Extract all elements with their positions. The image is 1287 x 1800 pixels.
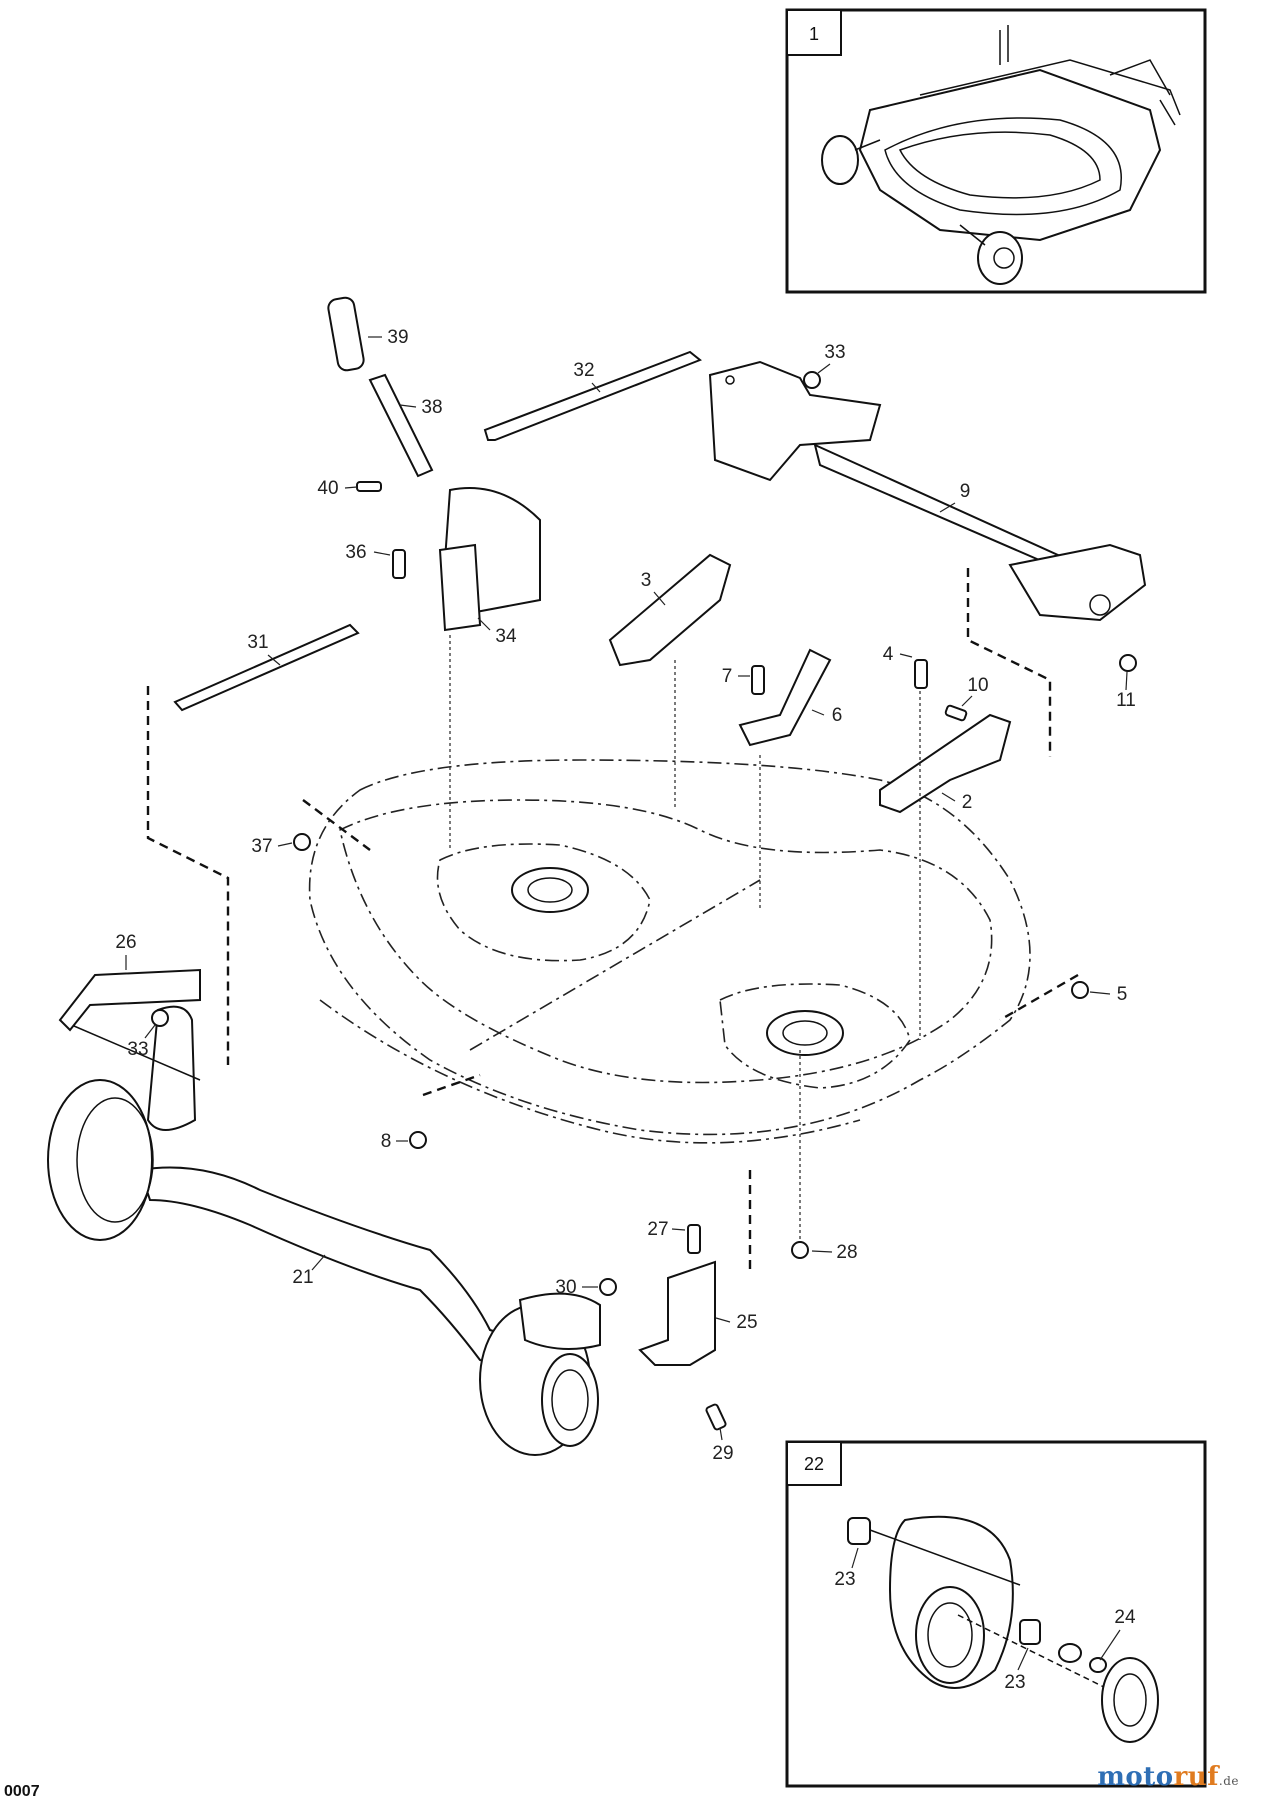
assembly-guide-lines [146,568,1079,1275]
watermark-suffix: .de [1218,1774,1239,1788]
inset-box-22: 22 23 23 24 [785,1440,1207,1788]
callout-32: 32 [573,360,594,381]
callout-21: 21 [292,1267,313,1288]
bolt-29 [705,1403,727,1431]
callout-34: 34 [495,626,517,647]
assembled-deck-illustration [821,25,1181,285]
front-axle-assembly [47,1005,601,1456]
callout-40: 40 [317,478,338,499]
bolt-10 [944,704,968,722]
nut-33-lower [151,1009,169,1027]
bolt-27 [687,1224,701,1254]
callout-labels: 39 38 40 36 34 31 32 33 9 3 11 7 4 10 6 … [115,327,1135,1464]
lift-shaft-assembly [708,360,1147,622]
callout-33-lower: 33 [127,1039,148,1060]
callout-24: 24 [1114,1607,1136,1628]
bolt-4 [914,659,928,689]
callout-28: 28 [836,1242,857,1263]
nut-5 [1071,981,1089,999]
mower-deck-shell [308,759,1031,1144]
bracket-6 [738,648,832,747]
callout-30: 30 [555,1277,576,1298]
bracket-26 [58,968,201,1032]
callout-29: 29 [712,1443,733,1464]
callout-6: 6 [832,705,843,726]
callout-23-lower: 23 [1004,1672,1025,1693]
callout-23-upper: 23 [834,1569,855,1590]
inset-box-1: 1 [785,8,1207,294]
nut-30 [599,1278,617,1296]
bolt-7 [751,665,765,695]
callout-8: 8 [381,1131,392,1152]
callout-25: 25 [736,1312,757,1333]
watermark-part-a: moto [1097,1762,1174,1792]
page-corner-fragment: 0007 [4,1783,40,1800]
bolt-40 [356,481,382,492]
bracket-25 [638,1260,716,1366]
watermark-part-b: ruf [1173,1762,1219,1792]
callout-26: 26 [115,932,136,953]
bolt-36 [392,549,406,579]
caster-wheel-exploded [847,1515,1159,1743]
callout-9: 9 [960,481,971,502]
callout-33-upper: 33 [824,342,845,363]
rod-31 [173,623,360,712]
nut-37 [293,833,311,851]
callout-3: 3 [641,570,652,591]
callout-31: 31 [247,632,268,653]
bracket-2 [879,713,1012,814]
inset-22-label: 22 [804,1454,824,1474]
nut-33-upper [803,371,821,389]
nut-11 [1119,654,1137,672]
callout-39: 39 [387,327,408,348]
callout-38: 38 [421,397,442,418]
nut-8 [409,1131,427,1149]
callout-36: 36 [345,542,366,563]
callout-10: 10 [967,675,988,696]
callout-7: 7 [722,666,733,687]
callout-5: 5 [1117,984,1128,1005]
fasteners [151,371,1137,1431]
height-adjust-lever [327,296,541,632]
watermark-logo: motoruf.de [1097,1762,1239,1792]
nut-28 [791,1241,809,1259]
bracket-3 [608,553,732,667]
callout-11: 11 [1116,690,1136,711]
rod-32 [483,350,702,441]
callout-37: 37 [251,836,272,857]
inset-1-label: 1 [809,24,819,44]
callout-2: 2 [962,792,973,813]
callout-4: 4 [883,644,894,665]
callout-27: 27 [647,1219,668,1240]
